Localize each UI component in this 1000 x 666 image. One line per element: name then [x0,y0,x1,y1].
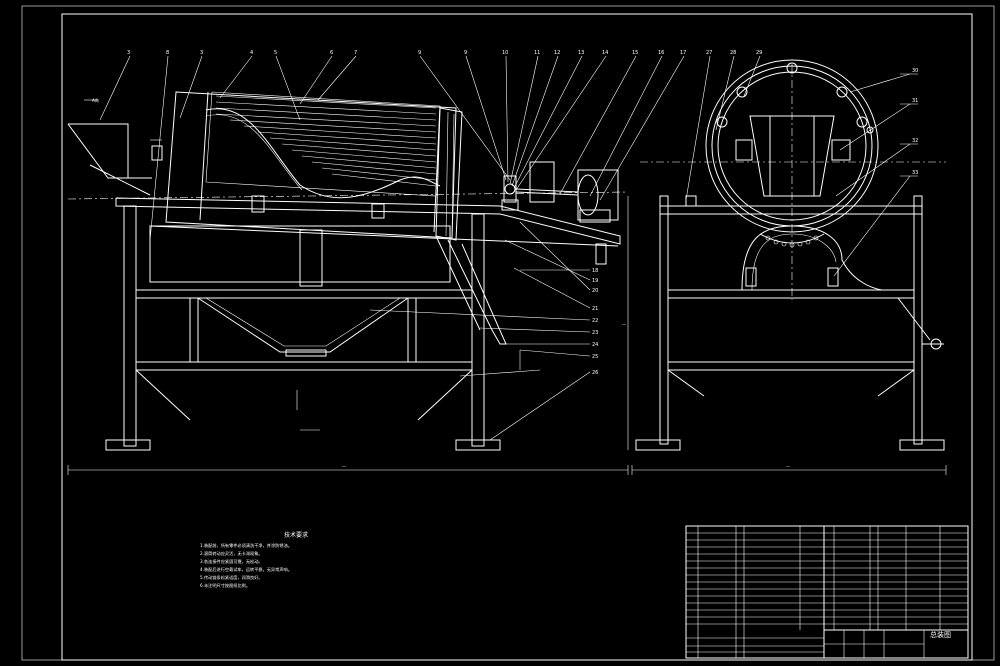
callout-20: 20 [592,288,598,294]
callout-31: 31 [912,98,918,104]
callout-3b: 3 [200,50,203,56]
drive-assembly [501,161,619,223]
callout-17: 17 [680,50,686,56]
note-6: 6.未注明尺寸按图纸比例。 [200,582,250,589]
callout-21: 21 [592,306,598,312]
callout-24: 24 [592,342,598,348]
callout-12: 12 [554,50,560,56]
callout-27: 27 [706,50,712,56]
callout-3a: 3 [127,50,130,56]
callout-11: 11 [534,50,540,56]
callout-19: 19 [592,278,598,284]
callout-5: 5 [274,50,277,56]
callout-18: 18 [592,268,598,274]
callout-13: 13 [578,50,584,56]
callout-leaders-right-main [369,221,591,441]
side-width-dim: — [786,464,790,469]
base-frame [105,195,621,451]
feed-hopper [67,123,163,196]
note-5: 5.传动链条松紧适度，润滑良好。 [200,574,263,581]
callout-15: 15 [632,50,638,56]
side-frame [635,195,945,451]
front-view: A向 — [67,50,762,475]
callout-30: 30 [912,68,918,74]
drum [165,91,463,241]
main-width-dim: — [342,464,346,469]
callout-leaders-right-side [833,73,918,277]
callout-7: 7 [354,50,357,56]
callout-8: 8 [166,50,169,56]
callout-4: 4 [250,50,253,56]
note-4: 4.装配后进行空载试车，运转平稳，无异常声响。 [200,566,292,573]
svg-text:A向: A向 [92,97,99,103]
parts-list: 总装图 [685,525,969,659]
callout-10: 10 [502,50,508,56]
callout-25: 25 [592,354,598,360]
callouts-right-main: 18 19 20 21 22 23 24 25 26 [592,268,598,376]
callout-33: 33 [912,170,918,176]
callout-6: 6 [330,50,333,56]
side-hopper [735,115,851,197]
note-3: 3.各连接件应紧固可靠，无松动。 [200,558,263,565]
main-height-dim: — [622,322,626,327]
callout-leaders-top [99,55,761,241]
callout-29: 29 [756,50,762,56]
note-2: 2.滚筒转动应灵活，无卡滞现象。 [200,550,263,557]
title-block-name: 总装图 [930,630,951,639]
sheet-frame [21,5,995,661]
callout-32: 32 [912,138,918,144]
notes-heading: 技术要求 [284,531,308,539]
technical-notes: 技术要求 1.装配前，所有零件必须清洗干净，并涂防锈油。 2.滚筒转动应灵活，无… [200,531,308,589]
callout-9b: 9 [464,50,467,56]
callout-28: 28 [730,50,736,56]
callouts-right-side: 30 31 32 33 [912,68,918,176]
callout-16: 16 [658,50,664,56]
side-view: — — 30 31 32 33 [622,59,947,475]
callout-26: 26 [592,370,598,376]
callouts-top: 3 8 3 4 5 6 7 9 9 10 11 12 13 14 15 16 1… [127,50,762,56]
callout-22: 22 [592,318,598,324]
callout-23: 23 [592,330,598,336]
note-1: 1.装配前，所有零件必须清洗干净，并涂防锈油。 [200,542,292,549]
callout-14: 14 [602,50,608,56]
dimension-marks: A向 — [67,97,629,475]
callout-9a: 9 [418,50,421,56]
drum-screen-mesh [215,95,437,187]
